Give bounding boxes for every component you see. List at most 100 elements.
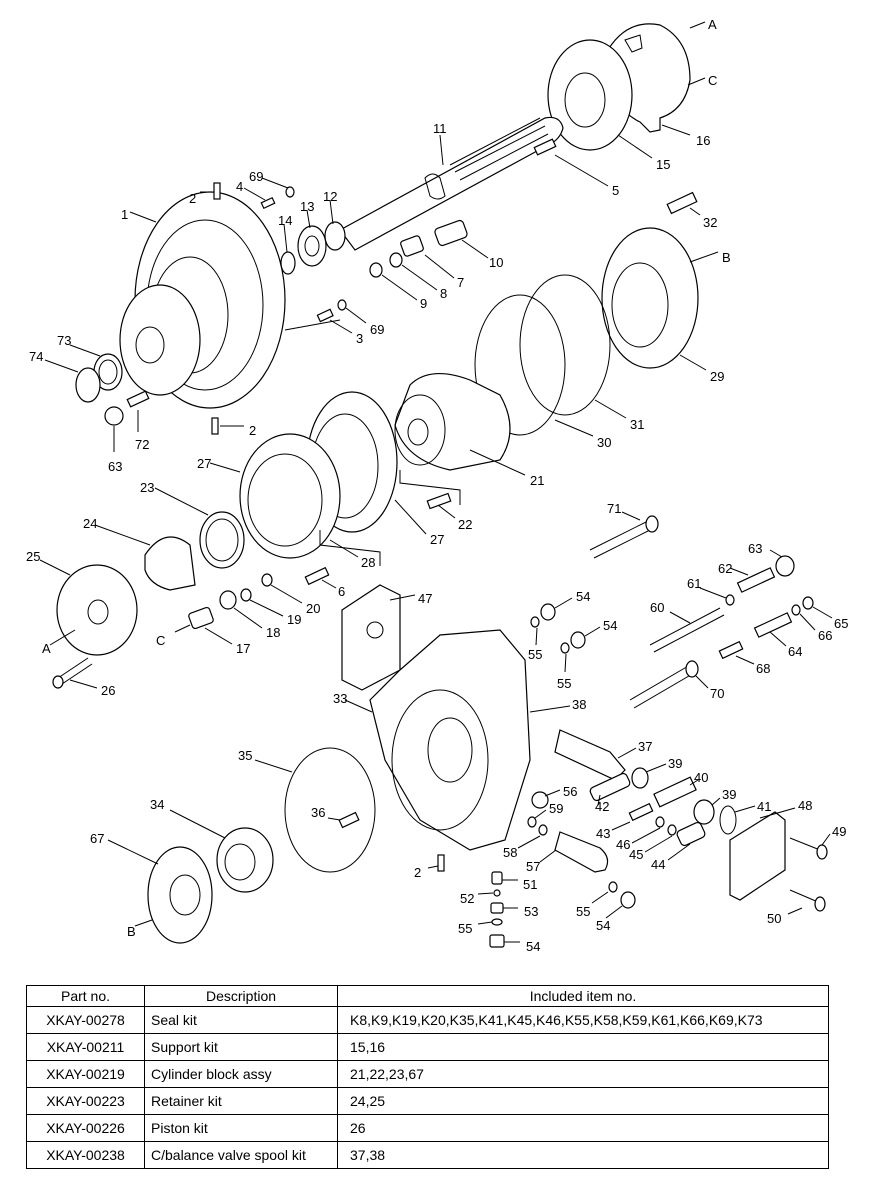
small-parts-7-10 xyxy=(369,219,489,301)
callout-label: 71 xyxy=(607,501,621,516)
callout-label: 15 xyxy=(656,157,670,172)
callout-label: 30 xyxy=(597,435,611,450)
callout-label: 72 xyxy=(135,437,149,452)
bracket-line xyxy=(319,530,381,566)
callout-label: 9 xyxy=(420,296,427,311)
callout-label: 52 xyxy=(460,891,474,906)
table-row: XKAY-00278 Seal kit K8,K9,K19,K20,K35,K4… xyxy=(26,1006,829,1034)
callout-label: 24 xyxy=(83,516,97,531)
callout-label: 39 xyxy=(722,787,736,802)
callout-label: 2 xyxy=(189,191,196,206)
callout-label: 17 xyxy=(236,641,250,656)
callout-label: 68 xyxy=(756,661,770,676)
callout-label: 74 xyxy=(29,349,43,364)
callout-label: 41 xyxy=(757,799,771,814)
callout-label: 19 xyxy=(287,612,301,627)
cell-description: Seal kit xyxy=(144,1006,338,1034)
callout-label: 39 xyxy=(668,756,682,771)
callout-label: 40 xyxy=(694,770,708,785)
callout-label: 20 xyxy=(306,601,320,616)
callout-label: 60 xyxy=(650,600,664,615)
callout-label: 8 xyxy=(440,286,447,301)
callout-label: 4 xyxy=(236,179,243,194)
ring-flange-15 xyxy=(547,39,653,159)
callout-label: 48 xyxy=(798,798,812,813)
callout-label: 44 xyxy=(651,857,665,872)
kit-table: Part no. Description Included item no. X… xyxy=(26,985,829,1169)
pin-5 xyxy=(533,138,557,156)
callout-label: 73 xyxy=(57,333,71,348)
callout-label: 27 xyxy=(197,456,211,471)
callout-label: 46 xyxy=(616,837,630,852)
pins-2-3-4-69 xyxy=(200,177,367,435)
callout-label: 59 xyxy=(549,801,563,816)
callout-label: 18 xyxy=(266,625,280,640)
callout-label: B xyxy=(722,250,731,265)
callout-label: 43 xyxy=(596,826,610,841)
callout-label: 55 xyxy=(528,647,542,662)
callout-label: 47 xyxy=(418,591,432,606)
callout-label: 54 xyxy=(603,618,617,633)
callout-label: 53 xyxy=(524,904,538,919)
header-included-items: Included item no. xyxy=(337,985,829,1007)
callout-label: 10 xyxy=(489,255,503,270)
callout-label: 31 xyxy=(630,417,644,432)
table-row: XKAY-00219 Cylinder block assy 21,22,23,… xyxy=(26,1060,829,1088)
callout-label: 3 xyxy=(356,331,363,346)
cell-description: Piston kit xyxy=(144,1114,338,1142)
callout-label: 13 xyxy=(300,199,314,214)
callout-label: 54 xyxy=(576,589,590,604)
callout-label: 2 xyxy=(249,423,256,438)
callout-label: 27 xyxy=(430,532,444,547)
cell-description: Cylinder block assy xyxy=(144,1060,338,1088)
callout-label: 65 xyxy=(834,616,848,631)
parts-23-24-25 xyxy=(39,487,245,656)
callout-label: 34 xyxy=(150,797,164,812)
table-row: XKAY-00226 Piston kit 26 xyxy=(26,1114,829,1142)
callout-label: 25 xyxy=(26,549,40,564)
callout-label: 35 xyxy=(238,748,252,763)
plugs-54-55 xyxy=(530,597,601,673)
callout-label: 45 xyxy=(629,847,643,862)
cell-part-no: XKAY-00278 xyxy=(26,1006,145,1034)
callout-label: 21 xyxy=(530,473,544,488)
callout-label: A xyxy=(42,641,51,656)
callout-label: 36 xyxy=(311,805,325,820)
callout-label: 58 xyxy=(503,845,517,860)
callout-label: 55 xyxy=(557,676,571,691)
callout-label: 54 xyxy=(526,939,540,954)
cell-included-items: K8,K9,K19,K20,K35,K41,K45,K46,K55,K58,K5… xyxy=(337,1006,829,1034)
callout-label: 42 xyxy=(595,799,609,814)
cell-description: Retainer kit xyxy=(144,1087,338,1115)
callout-label: 55 xyxy=(576,904,590,919)
callout-label: 56 xyxy=(563,784,577,799)
housing-1 xyxy=(119,191,341,409)
callout-label: 54 xyxy=(596,918,610,933)
cell-included-items: 21,22,23,67 xyxy=(337,1060,829,1088)
callout-label: 49 xyxy=(832,824,846,839)
callout-label: B xyxy=(127,924,136,939)
table-row: XKAY-00238 C/balance valve spool kit 37,… xyxy=(26,1141,829,1169)
parts-17-20 xyxy=(174,566,337,645)
callout-label: 61 xyxy=(687,576,701,591)
callout-label: 38 xyxy=(572,697,586,712)
plates-27-28 xyxy=(209,391,427,559)
callout-label: 5 xyxy=(612,183,619,198)
cell-included-items: 37,38 xyxy=(337,1141,829,1169)
callout-label: 50 xyxy=(767,911,781,926)
kit-table-header: Part no. Description Included item no. xyxy=(26,985,829,1007)
callout-label: 70 xyxy=(710,686,724,701)
callout-label: 7 xyxy=(457,275,464,290)
cell-description: Support kit xyxy=(144,1033,338,1061)
lower-plugs-51-55 xyxy=(427,854,636,948)
bearing-34-plate-67 xyxy=(107,809,274,944)
callout-label: 32 xyxy=(703,215,717,230)
callout-label: 64 xyxy=(788,644,802,659)
callout-label: 22 xyxy=(458,517,472,532)
callout-label: 29 xyxy=(710,369,724,384)
callout-label: 11 xyxy=(433,121,447,136)
callout-label: 23 xyxy=(140,480,154,495)
callout-label: C xyxy=(708,73,717,88)
callout-label: 63 xyxy=(748,541,762,556)
